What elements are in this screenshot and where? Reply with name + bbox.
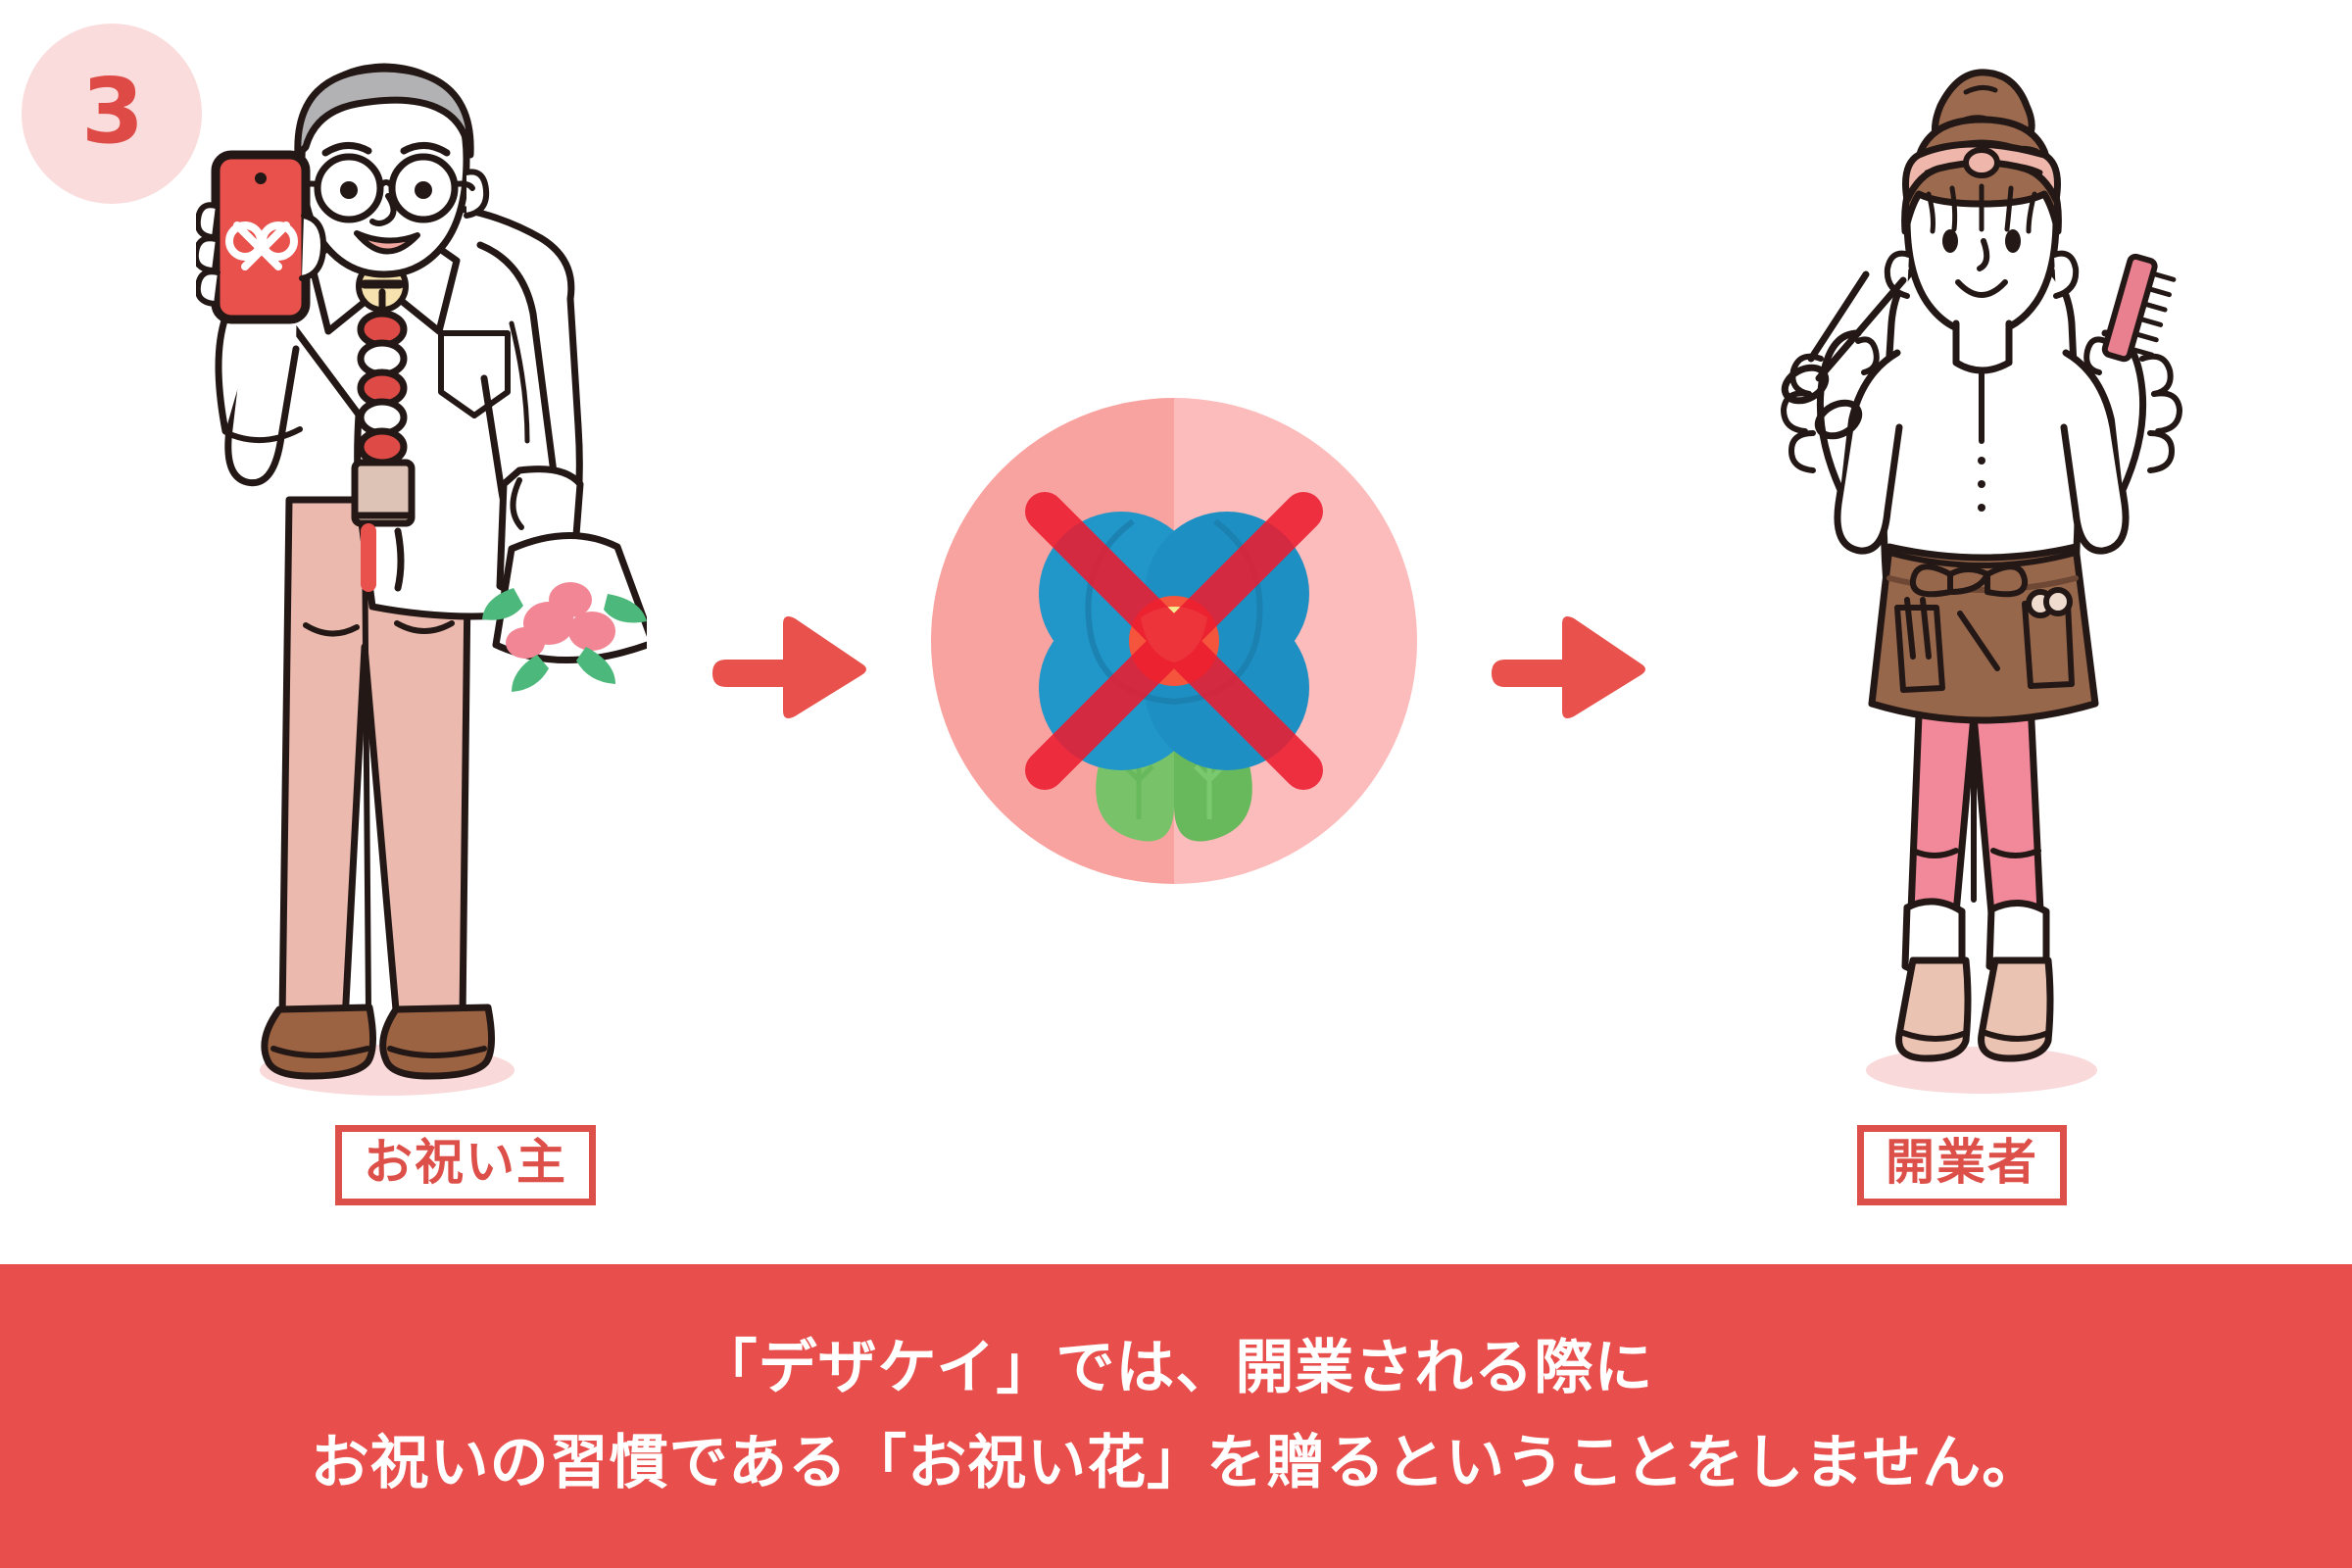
left-person-illustration [192, 39, 657, 1117]
arrow-left-to-center-icon [710, 612, 867, 730]
arrow-center-to-right-icon [1490, 612, 1646, 730]
banner-line-1: 「デザケイ」では、開業される際に [698, 1334, 1654, 1402]
step-number-text: 3 [80, 59, 144, 164]
right-person-role-text: 開業者 [1886, 1134, 2038, 1191]
bottom-message-banner: 「デザケイ」では、開業される際に お祝いの習慣である「お祝い花」を贈るということ… [0, 1264, 2352, 1568]
banner-line-2: お祝いの習慣である「お祝い花」を贈るということをしません。 [310, 1429, 2042, 1497]
no-celebration-flower-emblem [929, 396, 1419, 886]
left-person-role-text: お祝い主 [364, 1134, 567, 1191]
left-person-role-label: お祝い主 [335, 1125, 596, 1205]
right-person-role-label: 開業者 [1857, 1125, 2067, 1205]
right-person-illustration [1764, 29, 2195, 1117]
step-number-badge: 3 [22, 24, 202, 204]
